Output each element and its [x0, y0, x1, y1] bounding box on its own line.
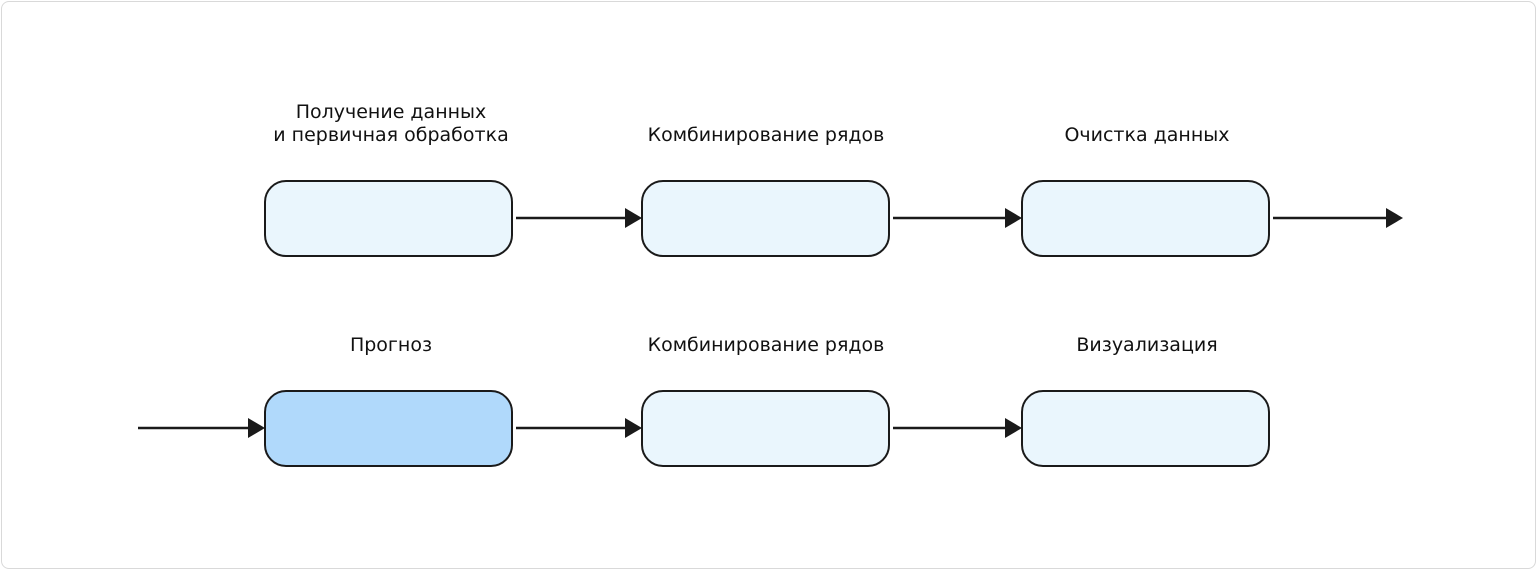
arrowhead-icon: [1005, 418, 1022, 438]
arrowhead-icon: [625, 208, 642, 228]
step-box-series-combination-2: [641, 390, 890, 467]
step-label-visualization: Визуализация: [1076, 334, 1218, 356]
arrowhead-icon: [1386, 208, 1403, 228]
step-box-data-cleaning: [1021, 180, 1270, 257]
arrowhead-icon: [248, 418, 265, 438]
step-box-data-acquisition: [264, 180, 513, 257]
step-box-visualization: [1021, 390, 1270, 467]
step-label-series-combination-2: Комбинирование рядов: [647, 334, 885, 356]
arrowhead-icon: [1005, 208, 1022, 228]
arrowhead-icon: [625, 418, 642, 438]
step-box-series-combination-1: [641, 180, 890, 257]
step-label-data-acquisition: Получение данных и первичная обработка: [231, 101, 551, 147]
step-label-data-cleaning: Очистка данных: [1064, 124, 1230, 146]
step-label-series-combination-1: Комбинирование рядов: [647, 124, 885, 146]
step-label-line-2: и первичная обработка: [273, 124, 509, 146]
step-label-line-1: Получение данных: [295, 101, 487, 123]
step-box-forecast: [264, 390, 513, 467]
step-label-forecast: Прогноз: [349, 334, 433, 356]
